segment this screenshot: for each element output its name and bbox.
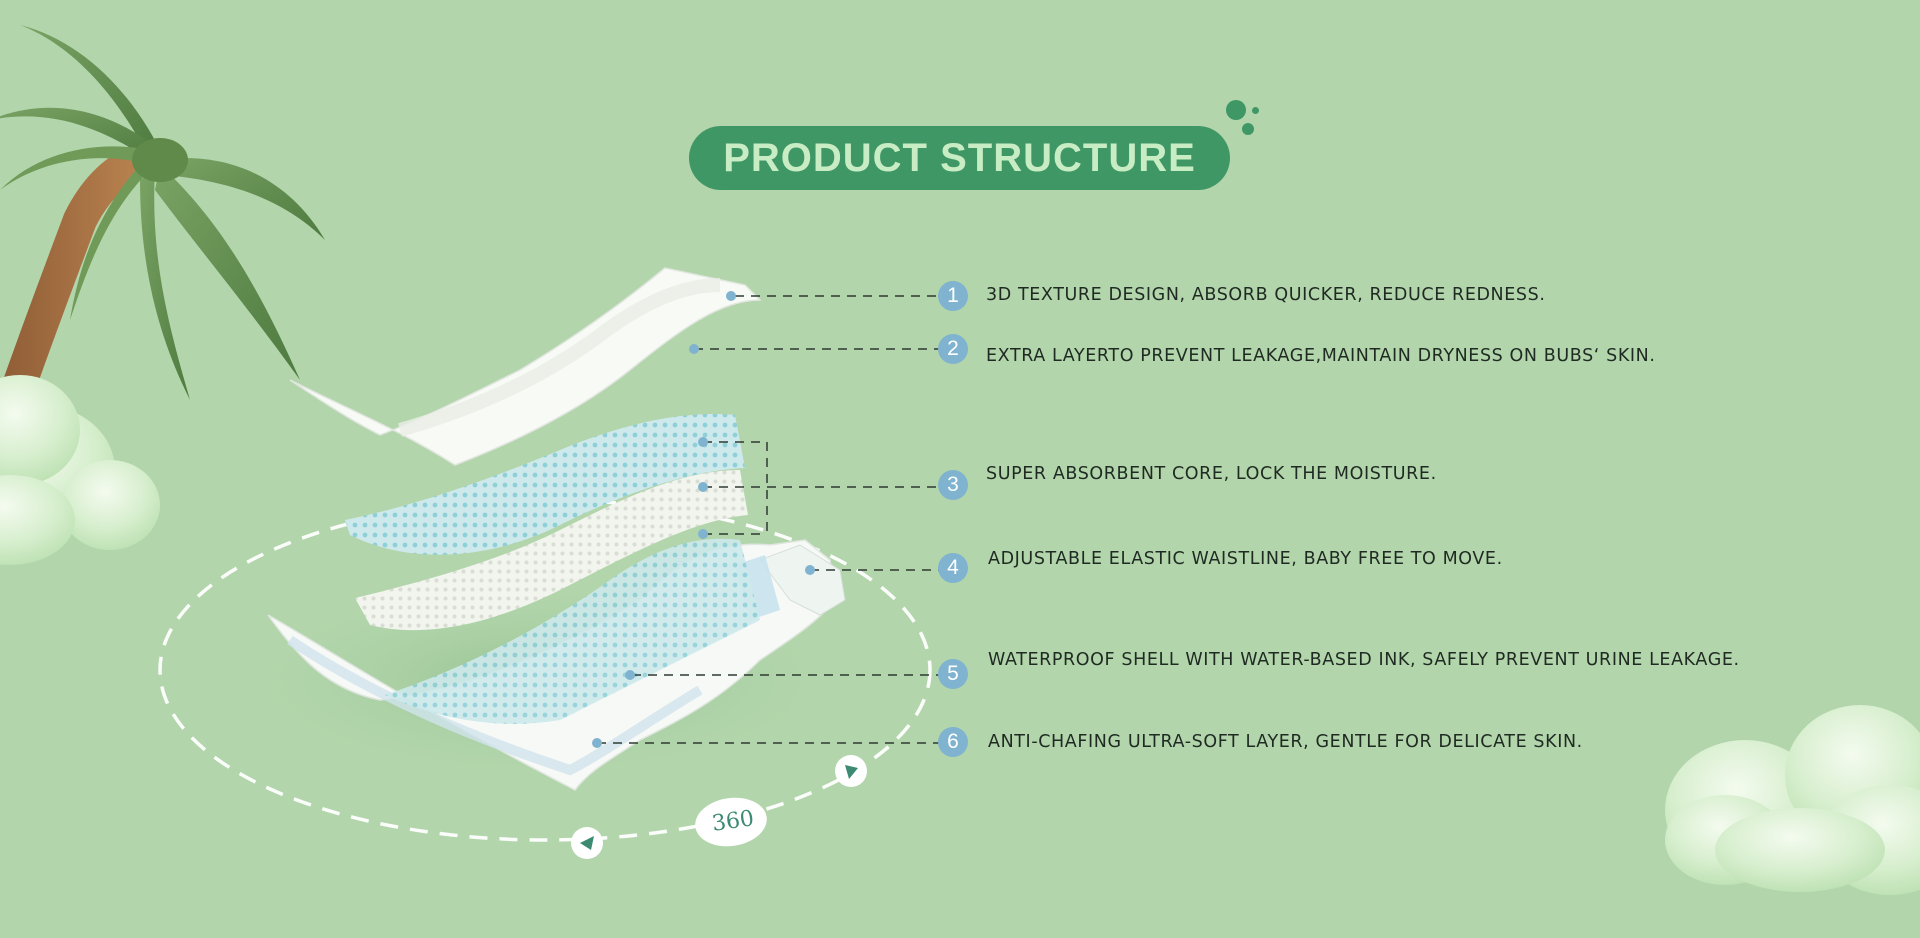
feature-number-badge: 2	[938, 334, 968, 364]
page-title: PRODUCT STRUCTURE	[689, 126, 1230, 190]
decor-dot	[1252, 107, 1259, 114]
decor-dot	[1242, 123, 1254, 135]
feature-text: EXTRA LAYERTO PREVENT LEAKAGE,MAINTAIN D…	[986, 346, 1656, 366]
rotate-arrow-icon	[571, 827, 603, 859]
decor-dot	[1226, 100, 1246, 120]
cloud-icon	[1665, 705, 1920, 895]
feature-text: 3D TEXTURE DESIGN, ABSORB QUICKER, REDUC…	[986, 285, 1546, 305]
feature-number-badge: 4	[938, 553, 968, 583]
feature-text: ANTI-CHAFING ULTRA-SOFT LAYER, GENTLE FO…	[988, 732, 1583, 752]
feature-text: WATERPROOF SHELL WITH WATER-BASED INK, S…	[988, 650, 1740, 670]
feature-number-badge: 6	[938, 727, 968, 757]
rotate-arrow-icon	[835, 755, 867, 787]
feature-text: SUPER ABSORBENT CORE, LOCK THE MOISTURE.	[986, 464, 1437, 484]
feature-number-badge: 3	[938, 470, 968, 500]
feature-number-badge: 1	[938, 281, 968, 311]
rotation-label: 360	[710, 805, 756, 837]
feature-text: ADJUSTABLE ELASTIC WAISTLINE, BABY FREE …	[988, 549, 1503, 569]
palm-tree-icon	[0, 25, 325, 484]
feature-number-badge: 5	[938, 659, 968, 689]
cloud-icon	[0, 375, 160, 565]
